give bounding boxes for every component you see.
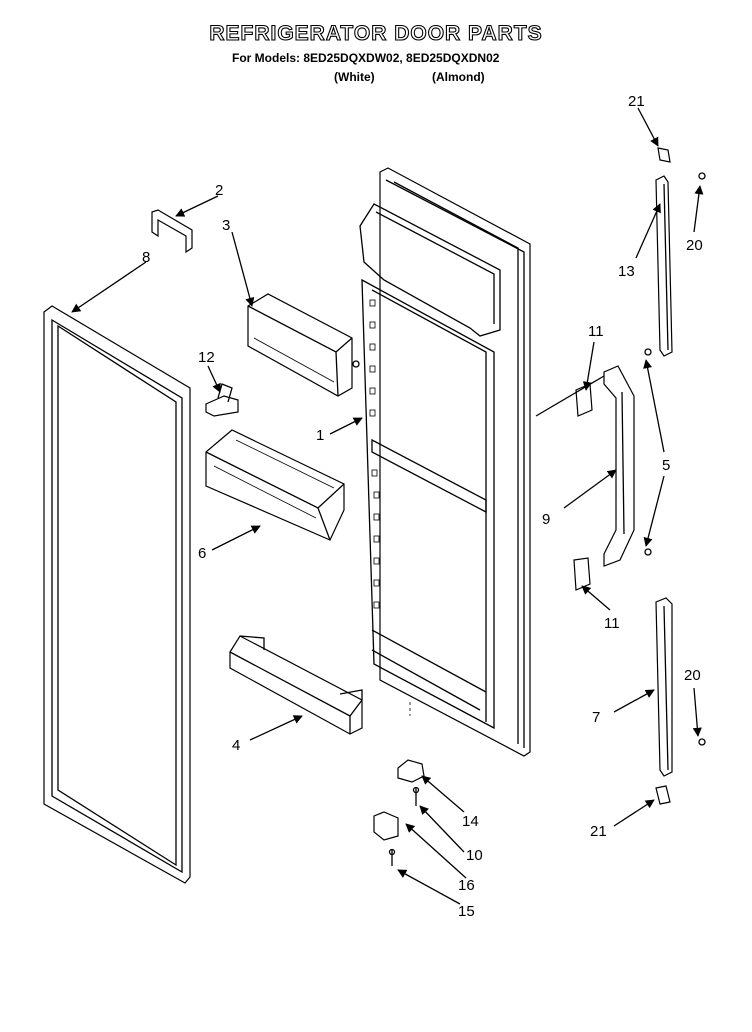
callout-6: 6	[198, 545, 206, 562]
callout-10: 10	[466, 847, 483, 864]
callout-labels: 2 3 8 12 1 6 4 14 10 16 15 21 20 13 11 5…	[142, 93, 703, 920]
variant-almond: (Almond)	[432, 70, 485, 84]
callout-11-bottom: 11	[604, 615, 620, 632]
upper-trim	[655, 147, 706, 357]
callout-15: 15	[458, 903, 475, 920]
callout-14: 14	[462, 813, 479, 830]
callout-21-bottom: 21	[590, 823, 607, 840]
page-title: REFRIGERATOR DOOR PARTS	[209, 21, 543, 45]
callout-5: 5	[662, 457, 670, 474]
callout-16: 16	[458, 877, 475, 894]
leader-lines	[71, 107, 704, 905]
callout-3: 3	[222, 217, 230, 234]
callout-9: 9	[542, 511, 550, 528]
models-line: For Models: 8ED25DQXDW02, 8ED25DQXDN02	[232, 51, 500, 65]
clip-part	[151, 209, 193, 254]
door-handle	[573, 348, 652, 591]
small-bracket	[205, 383, 239, 417]
variant-white: (White)	[334, 70, 375, 84]
callout-4: 4	[232, 737, 240, 754]
door-liner	[359, 167, 531, 757]
callout-20-top: 20	[686, 237, 703, 254]
callout-20-bottom: 20	[684, 667, 701, 684]
callout-21-top: 21	[628, 93, 645, 110]
callout-8: 8	[142, 249, 150, 266]
callout-7: 7	[592, 709, 600, 726]
callout-2: 2	[215, 182, 223, 199]
lower-trim	[655, 597, 706, 805]
callout-1: 1	[316, 427, 324, 444]
door-gasket	[43, 305, 191, 884]
callout-13: 13	[618, 263, 635, 280]
door-bin	[205, 429, 345, 541]
callout-11-top: 11	[588, 323, 604, 340]
door-shelf	[229, 635, 363, 735]
hinge-parts	[373, 702, 425, 866]
dairy-door	[247, 293, 360, 397]
callout-12: 12	[198, 349, 215, 366]
